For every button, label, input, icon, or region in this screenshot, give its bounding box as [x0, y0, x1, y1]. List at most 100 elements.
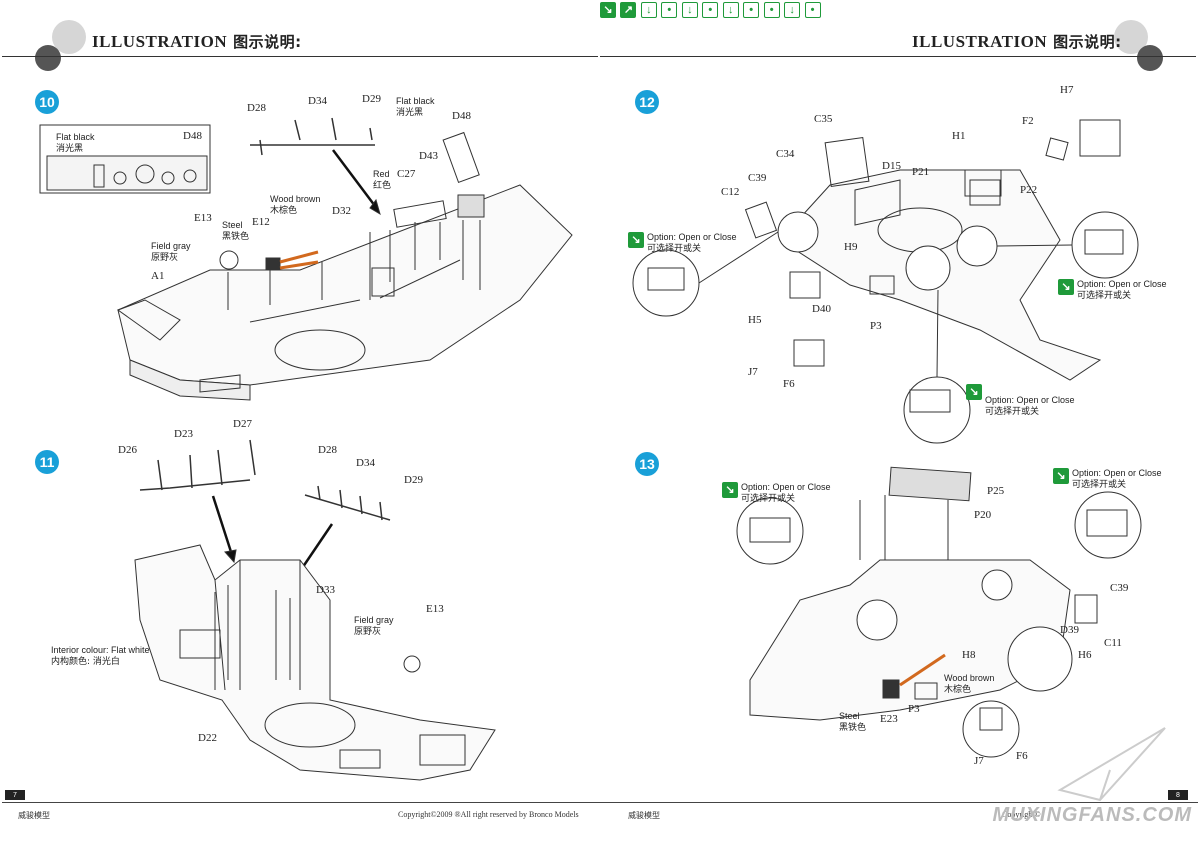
option-12-left-zh: 可选择开或关: [647, 243, 702, 253]
option-icon-12-right: ↘: [1058, 279, 1074, 295]
header-title-zh: 图示说明:: [233, 33, 302, 51]
part-c27: C27: [397, 168, 416, 180]
footer-brand-left: 威骏模型: [18, 811, 50, 820]
watermark: MUXINGFANS.COM: [992, 804, 1192, 826]
part-d27: D27: [233, 418, 252, 430]
header-decor-circle-dark: [35, 45, 61, 71]
option-12-bottom-zh: 可选择开或关: [985, 406, 1040, 416]
field-gray-note: Field gray 原野灰: [151, 241, 191, 264]
option-13-right-en: Option: Open or Close: [1072, 468, 1162, 478]
option-icon-12-left: ↘: [628, 232, 644, 248]
part-d48: D48: [452, 110, 471, 122]
header-title-en: ILLUSTRATION: [92, 32, 228, 51]
part-a1: A1: [151, 270, 165, 282]
detail-circle-13-left: [736, 497, 804, 565]
steel-en: Steel: [222, 220, 243, 230]
inset-color-en: Flat black: [56, 132, 95, 142]
field-gray-zh-11: 原野灰: [354, 627, 382, 637]
part-d23: D23: [174, 428, 193, 440]
detail-circle-13-right: [1074, 491, 1142, 559]
footer-copyright-right: Copyright©: [1002, 810, 1041, 819]
wood-brown-zh-13: 木棕色: [944, 685, 972, 695]
assembly-drawings-right: [632, 119, 1166, 802]
glue-arrow-icon-p3: ↓: [722, 2, 739, 18]
part-p3: P3: [870, 320, 882, 332]
part-d22: D22: [198, 732, 217, 744]
inset-part-label: D48: [183, 130, 202, 142]
left-page: ILLUSTRATION 图示说明:: [2, 20, 600, 820]
option-13-left-zh: 可选择开或关: [741, 493, 796, 503]
flat-black-zh: 消光黑: [396, 108, 424, 118]
red-en: Red: [373, 169, 390, 179]
wood-brown-note: Wood brown 木棕色: [270, 194, 320, 217]
glue-drop-icon-p21: •: [661, 2, 678, 18]
part-d34-11: D34: [356, 457, 375, 469]
part-f6-13: F6: [1016, 750, 1028, 762]
interior-colour-en: Interior colour: Flat white: [51, 645, 150, 655]
part-c12: C12: [721, 186, 740, 198]
steel-note-13: Steel 黑铁色: [839, 711, 866, 734]
inset-color-zh: 消光黑: [56, 144, 84, 154]
part-d29-11: D29: [404, 474, 423, 486]
interior-colour-note: Interior colour: Flat white 内构颜色: 消光白: [51, 645, 150, 668]
inset-color-note: Flat black 消光黑: [56, 132, 95, 155]
red-zh: 红色: [373, 181, 392, 191]
part-j7-13: J7: [974, 755, 984, 767]
field-gray-en-11: Field gray: [354, 615, 394, 625]
part-h6: H6: [1078, 649, 1092, 661]
part-d39: D39: [1060, 624, 1079, 636]
assembly-drawings-left: [39, 117, 573, 781]
glue-arrow-icon-p21: ↓: [640, 2, 657, 18]
part-h5: H5: [748, 314, 762, 326]
part-d33: D33: [316, 584, 335, 596]
glue-drop-icon-p3: •: [743, 2, 760, 18]
part-p3-13: P3: [908, 703, 920, 715]
option-icon-13-right: ↘: [1053, 468, 1069, 484]
wood-brown-zh: 木棕色: [270, 206, 298, 216]
header-title: ILLUSTRATION 图示说明:: [92, 31, 302, 52]
footer-brand-right: 威骏模型: [628, 811, 660, 820]
part-c11: C11: [1104, 637, 1122, 649]
interior-colour-zh: 内构颜色: 消光白: [51, 657, 120, 667]
step-13-badge: 13: [635, 452, 659, 476]
detail-circle-12-bottom: [903, 376, 971, 444]
part-p20: P20: [974, 509, 992, 521]
steel-zh: 黑铁色: [222, 232, 250, 242]
field-gray-zh: 原野灰: [151, 253, 179, 263]
header-decor-circle-dark-right: [1137, 45, 1163, 71]
part-d15: D15: [882, 160, 901, 172]
option-12-bottom-en: Option: Open or Close: [985, 395, 1075, 405]
part-e13: E13: [194, 212, 212, 224]
option-icon-12-bottom: ↘: [966, 384, 982, 400]
field-gray-en: Field gray: [151, 241, 191, 251]
part-e12: E12: [252, 216, 270, 228]
part-c35: C35: [814, 113, 833, 125]
part-d28: D28: [247, 102, 266, 114]
steel-note: Steel 黑铁色: [222, 220, 249, 243]
field-gray-note-11: Field gray 原野灰: [354, 615, 394, 638]
steel-zh-13: 黑铁色: [839, 723, 867, 733]
page-number-left: 7: [5, 790, 25, 800]
footer-copyright: Copyright©2009 ®All right reserved by Br…: [398, 810, 579, 819]
part-d26: D26: [118, 444, 137, 456]
header-rule-right: [600, 56, 1196, 57]
part-f6: F6: [783, 378, 795, 390]
part-d32: D32: [332, 205, 351, 217]
steel-en-13: Steel: [839, 711, 860, 721]
detail-circle-12-right: [1071, 211, 1139, 279]
part-d43: D43: [419, 150, 438, 162]
option-open-icon-top: ↗: [620, 1, 637, 18]
part-d29: D29: [362, 93, 381, 105]
wood-brown-en-13: Wood brown: [944, 673, 995, 683]
red-note: Red 红色: [373, 169, 391, 192]
option-12-left-en: Option: Open or Close: [647, 232, 737, 242]
part-c39-13: C39: [1110, 582, 1129, 594]
footer-rule-right: [600, 802, 1198, 803]
part-p25: P25: [987, 485, 1005, 497]
part-p22: P22: [1020, 184, 1038, 196]
wood-brown-en: Wood brown: [270, 194, 321, 204]
